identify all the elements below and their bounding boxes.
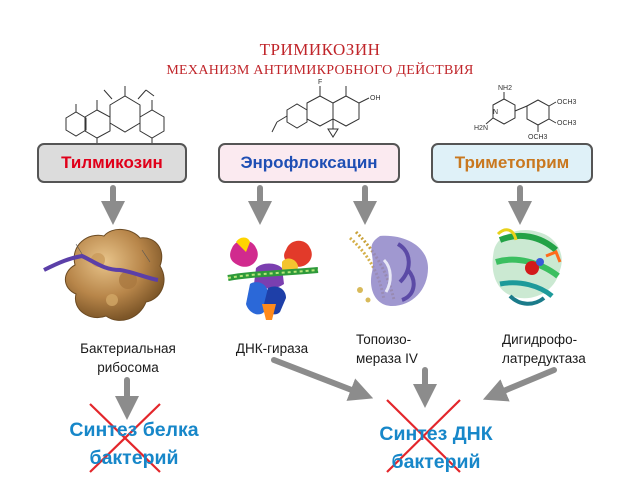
enrofloxacin-structure [271, 86, 370, 138]
outcome-dna-synthesis: Синтез ДНК бактерий [379, 423, 493, 473]
ribosome-image [43, 229, 165, 321]
outcome-protein-synthesis: Синтез белка бактерий [69, 419, 199, 469]
trim-h2n-label: H2N [474, 125, 488, 132]
slide-title: ТРИМИКОЗИН [259, 40, 381, 59]
enro-oh-label: OH [370, 95, 381, 102]
trim-och3-label-1: OCH3 [557, 99, 577, 106]
dna-gyrase-image [227, 237, 319, 320]
trim-och3-label-3: OCH3 [528, 134, 548, 141]
trimethoprim-structure [485, 92, 557, 132]
drug-box-trimethoprim: Триметоприм [431, 143, 593, 183]
enro-f-label: F [318, 79, 322, 86]
label-ribosome: Бактериальная рибосома [80, 341, 176, 375]
trim-och3-label-2: OCH3 [557, 120, 577, 127]
drug-label-tilmicosin: Тилмикозин [61, 153, 163, 172]
trim-nh2-label: NH2 [498, 85, 512, 92]
cross-protein-synthesis [89, 403, 161, 473]
cross-dna-synthesis [386, 399, 461, 473]
slide-subtitle: МЕХАНИЗМ АНТИМИКРОБНОГО ДЕЙСТВИЯ [166, 63, 474, 78]
topoisomerase-image [348, 230, 428, 306]
drug-label-enrofloxacin: Энрофлоксацин [240, 153, 378, 172]
arrows-down [101, 185, 532, 225]
label-dna-gyrase: ДНК-гираза [235, 341, 309, 356]
dhfr-image [492, 228, 562, 306]
trim-n-label: N [493, 109, 498, 116]
label-topoisomerase: Топоизо-мераза IV [356, 332, 418, 366]
label-dhfr: Дигидрофо-латредуктаза [502, 332, 586, 366]
tilmicosin-structure [65, 86, 165, 145]
arrows-outcome [115, 357, 557, 420]
drug-label-trimethoprim: Триметоприм [454, 153, 570, 172]
drug-box-tilmicosin: Тилмикозин [37, 143, 187, 183]
drug-box-enrofloxacin: Энрофлоксацин [218, 143, 400, 183]
